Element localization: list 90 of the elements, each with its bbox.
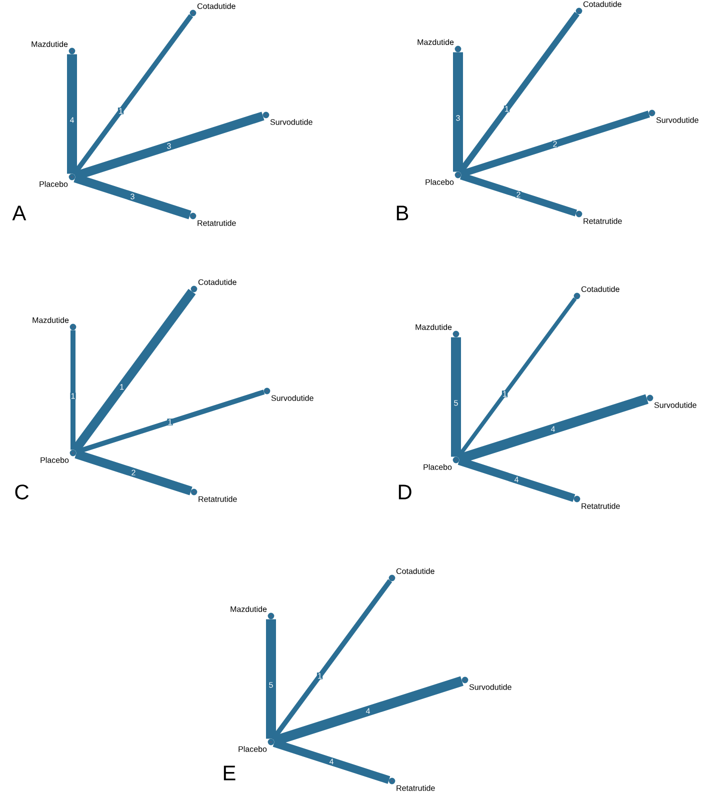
network-node: Mazdutide	[418, 39, 462, 52]
network-edge	[74, 450, 192, 496]
panel-letter: D	[398, 484, 412, 500]
edge-label: 1	[167, 418, 173, 426]
network-node: Survodutide	[262, 112, 312, 125]
panel-letter: E	[224, 766, 236, 780]
node-label: Placebo	[40, 181, 68, 187]
node-label: Retatrutide	[584, 218, 622, 224]
edge-label: 5	[268, 682, 274, 688]
edge-label: 3	[166, 142, 172, 150]
node-label: Survodutide	[656, 117, 698, 123]
node-label: Mazdutide	[416, 324, 452, 330]
network-edge	[458, 457, 576, 502]
network-edge	[67, 54, 77, 174]
network-edge	[75, 390, 265, 454]
node-label: Cotadutide	[197, 3, 236, 9]
network-node: Retatrutide	[388, 778, 435, 791]
edge-label: 3	[455, 114, 461, 122]
edge-label: 1	[502, 390, 508, 398]
edge-label: 2	[552, 140, 558, 148]
node-label: Retatrutide	[396, 785, 435, 791]
network-edge	[460, 172, 578, 216]
edge-label: 3	[130, 193, 136, 200]
node-label: Survodutide	[271, 395, 314, 401]
node-label: Placebo	[238, 746, 267, 752]
panel-letter: C	[15, 484, 29, 500]
panel-letter: A	[12, 206, 26, 220]
network-node: Retatrutide	[190, 488, 237, 502]
node-label: Mazdutide	[32, 41, 68, 47]
network-node: Mazdutide	[416, 324, 460, 338]
network-node: Placebo	[40, 174, 76, 187]
network-node: Cotadutide	[190, 3, 236, 16]
network-node: Retatrutide	[574, 496, 620, 509]
node-label: Cotadutide	[583, 1, 622, 7]
node-label: Cotadutide	[581, 286, 620, 292]
network-edge	[71, 288, 196, 454]
network-edge	[74, 174, 192, 220]
network-node: Placebo	[40, 450, 76, 463]
network-edge	[70, 330, 76, 450]
network-edge	[272, 739, 390, 784]
network-node: Mazdutide	[32, 317, 76, 330]
network-node: Placebo	[426, 172, 462, 185]
node-label: Mazdutide	[32, 317, 69, 323]
node-label: Mazdutide	[230, 606, 267, 612]
network-node: Survodutide	[648, 110, 698, 123]
node-label: Retatrutide	[582, 503, 620, 509]
network-node: Survodutide	[646, 394, 696, 408]
node-label: Mazdutide	[418, 39, 454, 45]
edge-label: 2	[516, 191, 522, 198]
node-label: Survodutide	[270, 119, 312, 125]
network-node: Survodutide	[462, 676, 512, 690]
network-node: Cotadutide	[576, 1, 622, 14]
edge-label: 4	[550, 426, 556, 432]
network-edge	[457, 12, 580, 174]
network-edge	[453, 52, 463, 172]
edge-label: 1	[70, 392, 76, 400]
node-label: Cotadutide	[396, 568, 434, 574]
network-node: Cotadutide	[388, 568, 434, 582]
edge-label: 4	[365, 708, 371, 714]
edge-label: 4	[328, 758, 334, 765]
node-label: Retatrutide	[198, 496, 237, 502]
edge-label: 1	[118, 108, 124, 114]
edge-label: 4	[69, 116, 75, 124]
network-node: Retatrutide	[576, 210, 622, 224]
network-edge	[451, 337, 461, 457]
network-edge	[266, 619, 276, 739]
edge-label: 4	[514, 476, 520, 483]
network-node: Mazdutide	[32, 41, 76, 54]
edge-label: 5	[453, 400, 459, 406]
node-label: Survodutide	[654, 402, 696, 408]
network-edge	[460, 110, 650, 178]
network-node: Cotadutide	[190, 279, 236, 292]
network-edge	[456, 297, 577, 459]
network-node: Placebo	[424, 456, 460, 470]
network-edge	[72, 14, 194, 176]
node-label: Placebo	[426, 179, 454, 185]
network-node: Cotadutide	[574, 286, 620, 300]
network-edge	[270, 579, 392, 741]
node-label: Placebo	[40, 457, 69, 463]
node-label: Placebo	[424, 464, 452, 470]
node-label: Cotadutide	[198, 279, 236, 285]
network-node: Placebo	[238, 738, 274, 752]
network-node: Survodutide	[264, 388, 314, 401]
node-label: Retatrutide	[198, 220, 236, 226]
panel-letter: B	[396, 206, 408, 220]
network-node: Retatrutide	[190, 212, 236, 226]
edge-label: 2	[130, 469, 136, 476]
edge-label: 1	[316, 672, 323, 680]
node-label: Survodutide	[469, 684, 512, 690]
network-node: Mazdutide	[230, 606, 274, 620]
